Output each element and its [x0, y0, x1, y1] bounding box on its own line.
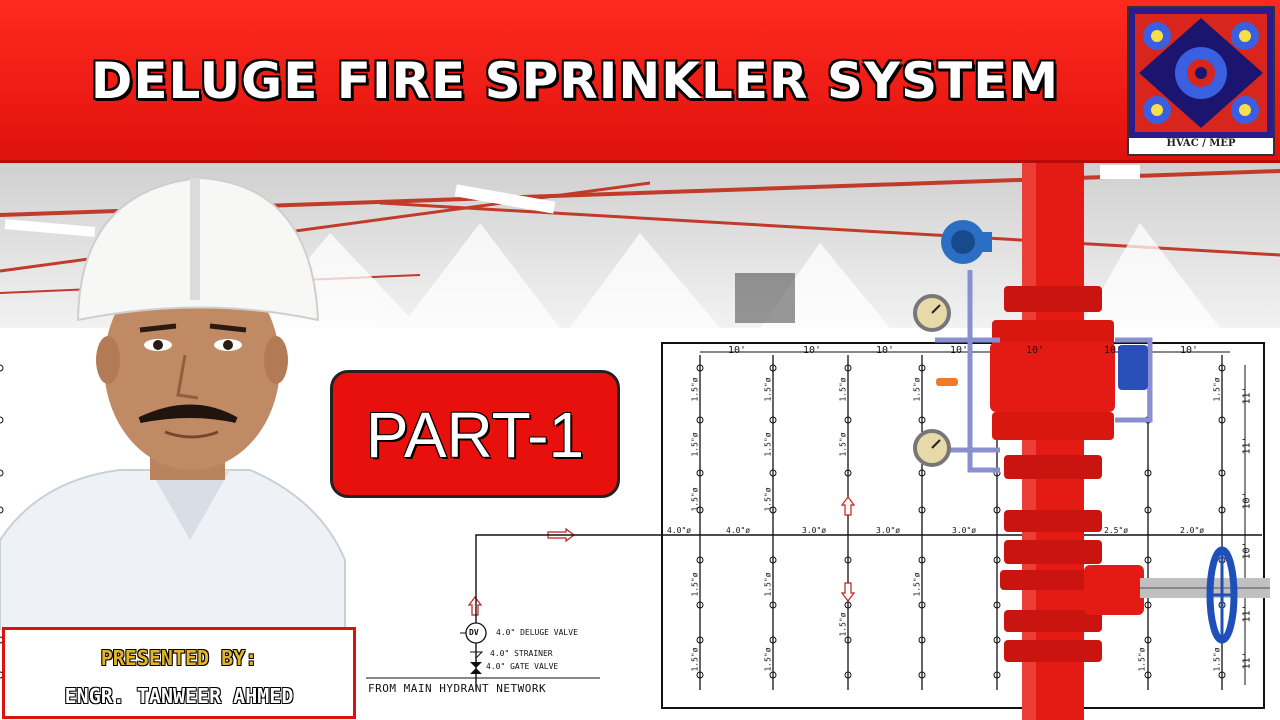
deluge-valve-label: 4.0" DELUGE VALVE: [496, 628, 578, 637]
presented-by-label: PRESENTED BY:: [100, 646, 258, 670]
branch-size-label: 1.5"ø: [690, 487, 700, 512]
branch-size-label: 1.5"ø: [912, 377, 922, 402]
pipe-size-label: 2.5"ø: [1104, 526, 1129, 535]
hydrant-source-label: FROM MAIN HYDRANT NETWORK: [368, 682, 547, 695]
pressure-gauge-top-icon: [913, 294, 951, 332]
video-title: DELUGE FIRE SPRINKLER SYSTEM: [90, 52, 1060, 110]
trim-actuator-icon: [1118, 345, 1148, 390]
branch-size-label: 1.5"ø: [763, 572, 773, 597]
pipe-size-label: 3.0"ø: [802, 526, 827, 535]
branch-size-label: 1.5"ø: [690, 432, 700, 457]
handwheel-icon: [1206, 546, 1238, 644]
row-dimension-label: 11': [1241, 651, 1253, 670]
presenter-photo: [0, 176, 346, 630]
spacing-label: 10': [950, 345, 969, 356]
strainer-icon: [470, 651, 484, 659]
layout-frame: [661, 342, 1265, 709]
solenoid-valve-icon: [941, 220, 992, 264]
gate-valve-label: 4.0" GATE VALVE: [486, 662, 559, 671]
spacing-label: 10': [1026, 345, 1045, 356]
row-dimension-label: 10': [1241, 491, 1253, 510]
row-dimension-label: 11': [1241, 604, 1253, 623]
spacing-label: 10': [876, 345, 895, 356]
branch-size-label: 1.5"ø: [763, 377, 773, 402]
gate-valve-icon: [470, 662, 482, 668]
pipe-size-label: 4.0"ø: [726, 526, 751, 535]
branch-size-label: 1.5"ø: [690, 377, 700, 402]
flow-arrows: [467, 496, 856, 616]
logo-caption: HVAC / MEP: [1166, 138, 1236, 149]
row-dimension-label: 11': [1241, 386, 1253, 405]
branch-size-label: 1.5"ø: [690, 647, 700, 672]
channel-logo: [1127, 6, 1275, 156]
pressure-gauge-bottom-icon: [913, 429, 951, 467]
strainer-label: 4.0" STRAINER: [490, 649, 553, 658]
spacing-label: 10': [1180, 345, 1199, 356]
branch-size-label: 1.5"ø: [763, 432, 773, 457]
riser-valve-assembly: [990, 163, 1270, 720]
title-banner: [0, 0, 1280, 163]
row-dimension-label: 10': [1241, 541, 1253, 560]
branch-size-label: 1.5"ø: [1212, 647, 1222, 672]
part-label: PART-1: [365, 399, 585, 471]
spacing-label: 10': [1104, 345, 1123, 356]
branch-size-label: 1.5"ø: [838, 612, 848, 637]
branch-size-label: 1.5"ø: [763, 647, 773, 672]
part-badge: [330, 370, 620, 498]
presenter-credit-box: [2, 627, 356, 719]
branch-size-label: 1.5"ø: [763, 487, 773, 512]
spacing-label: 10': [728, 345, 747, 356]
pipe-size-label: 3.0"ø: [952, 526, 977, 535]
pipe-size-label: 4.0"ø: [667, 526, 692, 535]
branch-size-label: 1.5"ø: [690, 572, 700, 597]
spacing-label: 10': [803, 345, 822, 356]
presenter-name: ENGR. TANWEER AHMED: [64, 684, 294, 708]
branch-size-label: 1.5"ø: [912, 572, 922, 597]
logo-pattern-icon: [1129, 8, 1273, 138]
trim-piping: [935, 270, 1153, 473]
branch-size-label: 1.5"ø: [1212, 377, 1222, 402]
orange-handle-icon: [936, 378, 958, 386]
pipe-size-label: 3.0"ø: [876, 526, 901, 535]
branch-size-label: 1.5"ø: [838, 432, 848, 457]
branch-size-label: 1.5"ø: [838, 377, 848, 402]
branch-size-label: 1.5"ø: [1137, 647, 1147, 672]
row-dimension-label: 11': [1241, 436, 1253, 455]
pipe-size-label: 2.0"ø: [1180, 526, 1205, 535]
deluge-valve-symbol-label: DV: [469, 628, 479, 637]
